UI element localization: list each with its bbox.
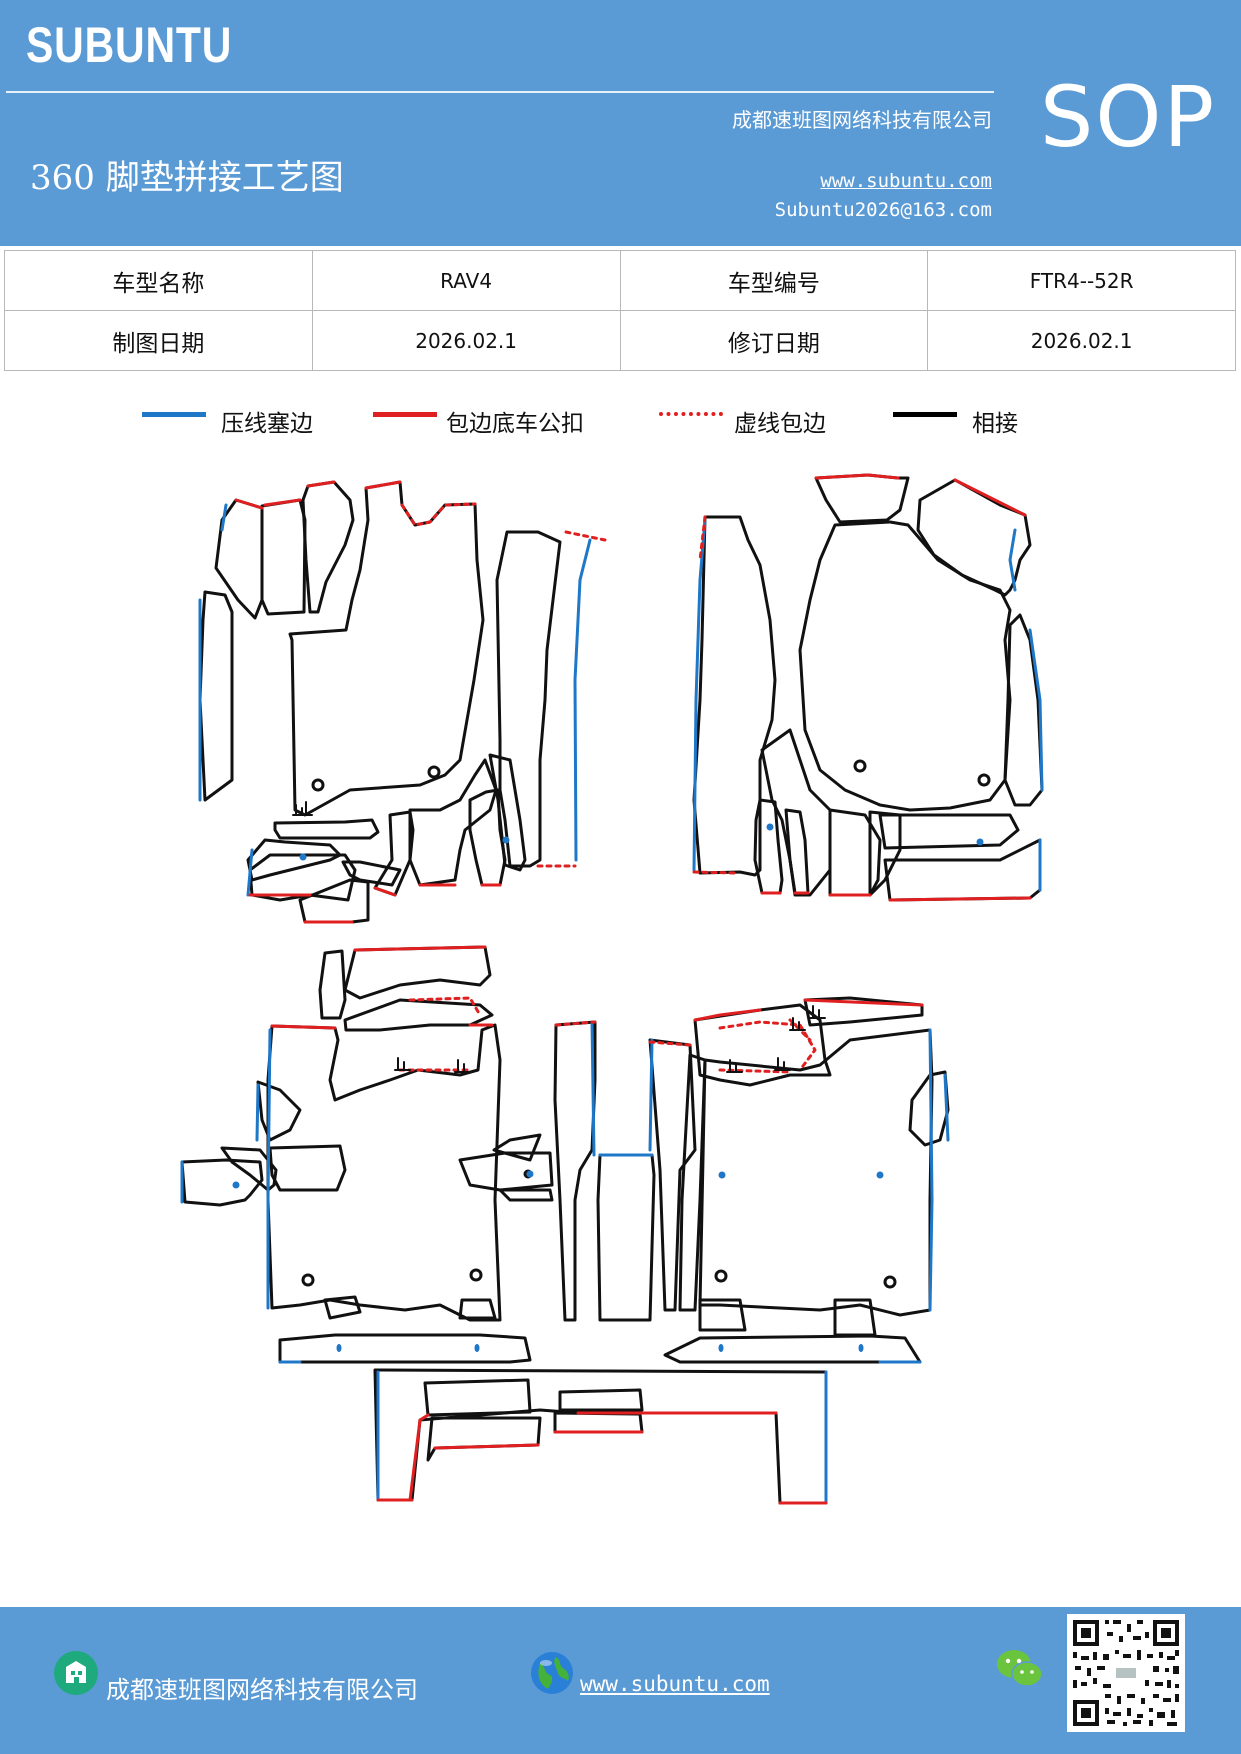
table-value: 2026.02.1 — [311, 310, 621, 371]
center-tunnel-mat — [553, 1020, 697, 1322]
legend-swatch — [373, 412, 437, 417]
front-left-mat — [198, 480, 562, 924]
line-legend: 压线塞边 包边底车公扣 虚线包边 相接 — [0, 400, 1241, 440]
table-label: 车型名称 — [4, 250, 313, 311]
table-value: RAV4 — [311, 250, 621, 311]
table-row: 车型名称 RAV4 车型编号 FTR4--52R — [4, 250, 1236, 311]
table-row: 制图日期 2026.02.1 修订日期 2026.02.1 — [4, 310, 1236, 371]
front-right-mat — [692, 473, 1044, 902]
page-title: 360 脚垫拼接工艺图 — [30, 158, 344, 198]
legend-label: 相接 — [972, 411, 1018, 437]
legend-swatch — [893, 412, 957, 417]
rear-right-mat — [663, 996, 950, 1364]
legend-label: 压线塞边 — [221, 411, 313, 437]
blue-edges — [180, 503, 1044, 1505]
header-company: 成都速班图网络科技有限公司 — [732, 108, 992, 132]
red-edges — [234, 473, 1032, 1505]
building-icon — [54, 1651, 98, 1695]
legend-label: 包边底车公扣 — [446, 411, 584, 437]
legend-swatch — [142, 412, 206, 417]
table-label: 车型编号 — [619, 250, 929, 311]
floor-mat-diagram — [180, 473, 1044, 1505]
brand-logo: SUBUNTU — [26, 17, 233, 73]
sop-badge: SOP — [1040, 68, 1217, 166]
table-value: FTR4--52R — [927, 250, 1236, 311]
red-dashed-edges — [398, 502, 817, 1074]
qr-code-icon — [1067, 1614, 1185, 1732]
legend-label: 虚线包边 — [734, 411, 826, 437]
mount-dots — [232, 823, 984, 1352]
header-website-link[interactable]: www.subuntu.com — [820, 170, 992, 192]
vehicle-info-table: 车型名称 RAV4 车型编号 FTR4--52R 制图日期 2026.02.1 … — [4, 250, 1236, 371]
header-banner: SUBUNTU SOP 成都速班图网络科技有限公司 360 脚垫拼接工艺图 ww… — [0, 0, 1241, 246]
wechat-icon[interactable] — [995, 1647, 1045, 1691]
rear-left-mat — [180, 945, 554, 1364]
header-divider — [6, 91, 994, 93]
legend-swatch — [659, 412, 723, 416]
table-label: 修订日期 — [619, 310, 929, 371]
header-email: Subuntu2026@163.com — [774, 199, 992, 221]
footer-website-link[interactable]: www.subuntu.com — [580, 1672, 770, 1696]
table-label: 制图日期 — [4, 310, 313, 371]
footer-banner: 成都速班图网络科技有限公司 www.subuntu.com — [0, 1607, 1241, 1754]
globe-icon — [531, 1652, 573, 1694]
table-value: 2026.02.1 — [927, 310, 1236, 371]
rear-floor-mat — [373, 1368, 828, 1505]
footer-company: 成都速班图网络科技有限公司 — [106, 1676, 418, 1704]
joint-marks — [292, 801, 826, 1073]
